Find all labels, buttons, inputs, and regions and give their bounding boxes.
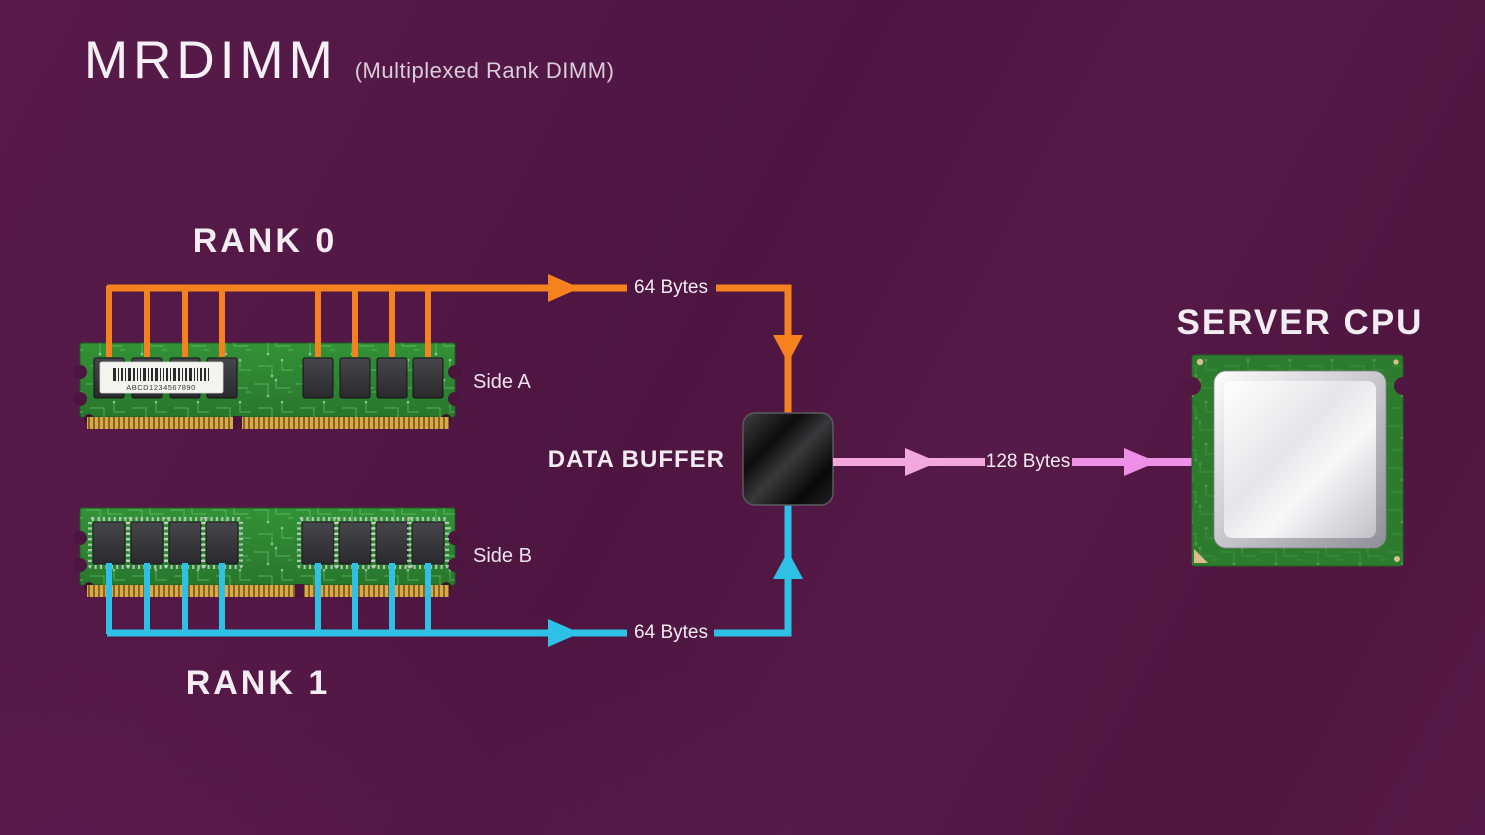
rank0-sticker: ABCD1234567890	[99, 361, 224, 394]
arrow-down-orange-icon	[773, 335, 803, 363]
rank0-label: RANK 0	[192, 222, 338, 260]
rank1-edge-pins	[87, 585, 449, 597]
flow-label-rank1-64bytes: 64 Bytes	[634, 622, 708, 643]
page-title-row: MRDIMM (Multiplexed Rank DIMM)	[84, 30, 614, 91]
arrow-right-pink-icon	[905, 448, 938, 476]
side-a-label: Side A	[473, 371, 531, 393]
side-b-label: Side B	[473, 545, 532, 567]
barcode	[113, 368, 209, 381]
flow-label-128bytes: 128 Bytes	[985, 451, 1071, 472]
page-title: MRDIMM	[84, 31, 338, 90]
rank0-edge-pins	[87, 417, 449, 429]
rank1-memory-chips	[88, 517, 449, 569]
cpu-corner-marks	[1194, 358, 1400, 563]
arrow-right-orange-icon	[548, 274, 580, 302]
rank0-bus	[106, 274, 803, 413]
arrow-up-cyan-icon	[773, 551, 803, 579]
barcode-text: ABCD1234567890	[126, 383, 196, 392]
flow-label-rank0-64bytes: 64 Bytes	[634, 277, 708, 298]
buffer-cpu-bus	[833, 448, 1193, 476]
rank1-bus	[106, 505, 803, 647]
data-buffer-chip	[742, 412, 834, 506]
rank0-dimm: ABCD1234567890	[73, 342, 462, 430]
rank1-dimm	[73, 507, 462, 598]
data-buffer-label: DATA BUFFER	[547, 446, 725, 473]
arrow-right-violet-icon	[1124, 448, 1157, 476]
server-cpu-label: SERVER CPU	[1176, 303, 1424, 342]
rank1-label: RANK 1	[185, 664, 331, 702]
page-subtitle: (Multiplexed Rank DIMM)	[354, 58, 615, 83]
server-cpu-chip	[1183, 354, 1412, 567]
arrow-right-cyan-icon	[548, 619, 580, 647]
